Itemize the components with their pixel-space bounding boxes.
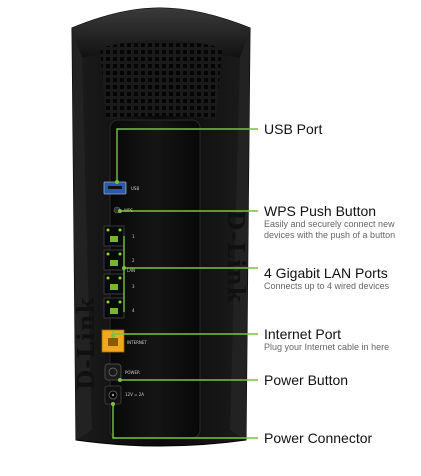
lan-number-1: 1 xyxy=(132,234,135,239)
callout-lan-ports: 4 Gigabit LAN Ports Connects up to 4 wir… xyxy=(264,265,416,292)
callout-title: WPS Push Button xyxy=(264,203,377,219)
router-right-wing xyxy=(230,28,250,440)
router-left-wing xyxy=(72,28,92,440)
usb-label: USB xyxy=(131,186,139,191)
lan-number-3: 3 xyxy=(132,284,135,289)
lan-ports xyxy=(103,225,125,319)
dc-label: 12V = 2A xyxy=(125,392,144,397)
callout-power-connector: Power Connector xyxy=(264,430,372,446)
power-label: POWER xyxy=(125,370,140,375)
callout-power-button: Power Button xyxy=(264,372,348,388)
leader-power-connector xyxy=(112,404,258,439)
callout-internet-port: Internet Port Plug your Internet cable i… xyxy=(264,326,416,353)
lan-number-4: 4 xyxy=(132,308,135,313)
internet-label: INTERNET xyxy=(127,340,147,345)
power-button[interactable] xyxy=(104,363,122,381)
callout-title: 4 Gigabit LAN Ports xyxy=(264,265,388,281)
lan-number-2: 2 xyxy=(132,258,135,263)
callout-usb-port: USB Port xyxy=(264,121,322,137)
callout-description: Connects up to 4 wired devices xyxy=(264,281,390,291)
leader-lines xyxy=(111,128,258,439)
leader-usb xyxy=(116,128,258,182)
callout-title: Power Connector xyxy=(264,430,373,446)
vent-mesh xyxy=(100,40,222,120)
lan-label: LAN xyxy=(127,268,135,273)
callout-title: Power Button xyxy=(264,372,349,388)
callout-title: Internet Port xyxy=(264,326,342,342)
brand-logo-right: D-Link xyxy=(222,210,249,304)
callout-wps-push-button: WPS Push Button Easily and securely conn… xyxy=(264,203,416,241)
callout-description: Plug your Internet cable in here xyxy=(264,342,390,352)
callout-description: Easily and securely connect new devices … xyxy=(264,219,396,240)
callout-title: USB Port xyxy=(264,121,323,137)
brand-logo-left: D-Link xyxy=(73,296,100,390)
